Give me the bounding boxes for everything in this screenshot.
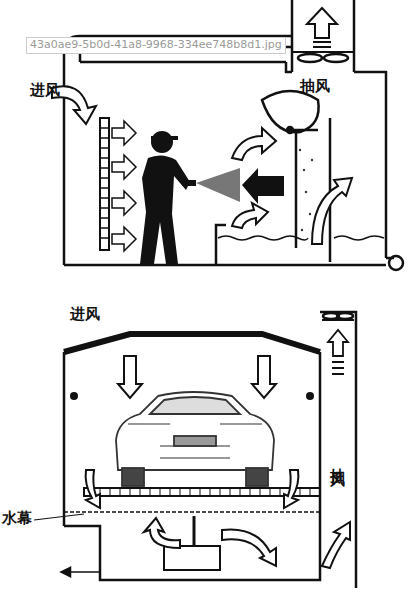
air-arrow [112, 121, 136, 145]
watermark: 43a0ae9-5b0d-41a8-9968-334ee748b8d1.jpg [26, 37, 286, 54]
lamps [70, 392, 314, 400]
spray-cone [196, 168, 240, 202]
grate-bars [90, 488, 310, 496]
lamp [306, 392, 314, 400]
airflow-label: 抽风 [329, 456, 346, 464]
hood-scoop [262, 91, 319, 132]
exhaust-arrow-bars [313, 42, 331, 47]
windshield [150, 397, 240, 414]
booth-wall [64, 352, 320, 526]
intake-arrow [252, 356, 276, 398]
exhaust-stack [292, 0, 354, 72]
exhaust-arrow [328, 330, 348, 356]
exhaust-duct [320, 312, 356, 588]
flow-arrows-bottom [86, 356, 350, 568]
air-arrow [112, 155, 136, 179]
part-label: 水幕 [2, 510, 32, 527]
painter [140, 131, 284, 264]
flow-arrow [312, 178, 352, 244]
spray-gun [182, 180, 196, 186]
hood-arm [288, 129, 318, 132]
airflow-label: 抽风 [300, 78, 330, 95]
black-arrow [242, 168, 284, 204]
exhaust-arrow-bars [332, 362, 344, 374]
car-body [116, 392, 274, 470]
painter-body [140, 155, 190, 264]
intake-duct-outer [64, 36, 292, 265]
fan-blade [324, 54, 348, 62]
airflow-label: 进风 [70, 306, 100, 323]
airflow-label: 进风 [30, 82, 60, 99]
flow-arrow [232, 203, 268, 228]
water-curtain [64, 511, 320, 513]
filter-slats [100, 128, 109, 238]
exhaust-cabinet [286, 62, 386, 258]
booth-roof [64, 334, 320, 352]
filter-panel [100, 118, 109, 250]
fan-bar [292, 51, 354, 53]
wheel [122, 468, 144, 486]
sump-pipe [193, 516, 196, 546]
leader-line [34, 514, 84, 520]
fan-blade [298, 54, 322, 62]
booth-floor [64, 264, 386, 267]
pump [389, 256, 403, 270]
air-arrow [112, 191, 136, 215]
flow-arrows-top [52, 86, 352, 244]
filter-arrows [112, 121, 136, 251]
flow-arrow [284, 470, 298, 508]
drain-arrow [62, 568, 70, 576]
license-plate [174, 436, 216, 446]
mist-dots [299, 149, 313, 231]
drain-pipe [70, 571, 100, 573]
flow-arrow [322, 522, 350, 568]
fan-blade [337, 313, 353, 319]
flow-arrow [222, 529, 276, 566]
pit [64, 526, 320, 580]
water-surface [218, 236, 384, 240]
flow-arrow [144, 518, 180, 548]
sump [164, 546, 220, 570]
car [116, 392, 274, 486]
exhaust-arrow [307, 8, 337, 38]
tank-wall [216, 225, 226, 265]
flow-arrow [232, 128, 276, 160]
flow-arrow [86, 470, 100, 508]
bottom-booth [34, 312, 356, 588]
painter-cap [151, 136, 178, 140]
car-details [128, 424, 262, 458]
wheel [246, 468, 268, 486]
painter-head [151, 131, 173, 153]
intake-arrow [118, 356, 142, 398]
booth-ceiling [80, 61, 286, 64]
lamp [70, 392, 78, 400]
air-arrow [112, 227, 136, 251]
